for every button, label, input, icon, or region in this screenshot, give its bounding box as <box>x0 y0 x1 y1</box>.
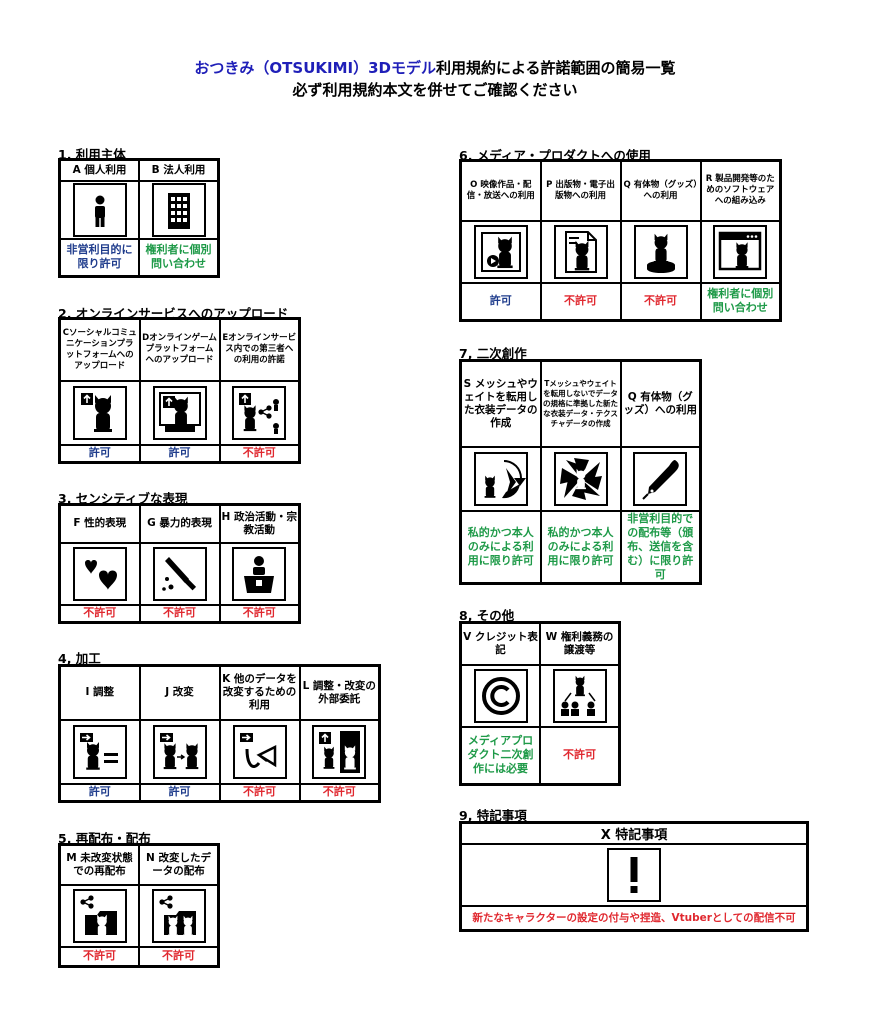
status-deny: 不許可 <box>539 281 622 322</box>
status-deny: 不許可 <box>58 945 140 968</box>
outsource-icon <box>312 724 367 779</box>
item-label: Eオンラインサービス内での第三者への利用の許諾 <box>218 317 301 382</box>
document-title-line1: おつきみ（OTSUKIMI）3Dモデル利用規約による許諾範囲の簡易一覧 <box>0 58 870 78</box>
section-title: 3, センシティブな表現 <box>58 491 188 506</box>
adjust-icon <box>72 724 127 779</box>
item-label: R 製品開発等のためのソフトウェアへの組み込み <box>699 159 782 222</box>
status-deny: 不許可 <box>619 281 702 322</box>
status-deny: 不許可 <box>539 725 621 786</box>
section-title: 4, 加工 <box>58 651 101 666</box>
item-label: Dオンラインゲームプラットフォームへのアップロード <box>138 317 221 382</box>
item-label: Q 有体物（グッズ）への利用 <box>619 359 702 448</box>
ribbon-icon <box>232 724 287 779</box>
figure-cat-icon <box>633 224 688 279</box>
special-notes-heading: X 特記事項 <box>459 821 809 845</box>
status-deny: 不許可 <box>218 603 301 624</box>
status-deny: 不許可 <box>58 603 141 624</box>
item-label: N 改変したデータの配布 <box>138 843 220 886</box>
section-title: 8, その他 <box>459 608 515 623</box>
modify-icon <box>152 724 207 779</box>
item-label: S メッシュやウェイトを転用した衣装データの作成 <box>459 359 542 448</box>
special-notes-text: 新たなキャラクターの設定の付与や捏造、Vtuberとしての配信不可 <box>459 905 809 931</box>
status-permit: 許可 <box>58 782 141 803</box>
item-label: F 性的表現 <box>58 503 141 544</box>
model-name: おつきみ（OTSUKIMI）3Dモデル <box>194 59 436 77</box>
title-rest: 利用規約による許諾範囲の簡易一覧 <box>436 59 676 77</box>
hearts-icon <box>72 546 127 601</box>
item-label: M 未改変状態での再配布 <box>58 843 140 886</box>
knife-icon <box>152 546 207 601</box>
item-label: Cソーシャルコミュニケーションプラットフォームへのアップロード <box>58 317 141 382</box>
copyright-icon <box>473 668 528 723</box>
status-permit: 非営利目的に限り許可 <box>58 237 140 278</box>
item-label: H 政治活動・宗教活動 <box>218 503 301 544</box>
item-label: I 調整 <box>58 664 141 721</box>
share-modified-icon <box>151 888 206 943</box>
item-label: B 法人利用 <box>138 158 220 182</box>
status-permit: 許可 <box>459 281 542 322</box>
item-label: V クレジット表記 <box>459 621 541 666</box>
upload-share-icon <box>232 385 287 440</box>
status-deny: 不許可 <box>298 782 381 803</box>
item-label: G 暴力的表現 <box>138 503 221 544</box>
item-label: W 権利義務の譲渡等 <box>539 621 621 666</box>
building-icon <box>151 182 206 237</box>
status-permit: 許可 <box>58 443 141 464</box>
software-cat-icon <box>713 224 768 279</box>
item-label: Q 有体物（グッズ）への利用 <box>619 159 702 222</box>
status-permit: 許可 <box>138 443 221 464</box>
section-title: 5, 再配布・配布 <box>58 831 151 846</box>
recycle-cat-icon <box>473 451 528 506</box>
section-title: 7, 二次創作 <box>459 346 527 361</box>
person-icon <box>72 182 127 237</box>
upload-cat-icon <box>72 385 127 440</box>
video-cat-icon <box>473 224 528 279</box>
share-folder-icon <box>72 888 127 943</box>
status-deny: 不許可 <box>138 945 220 968</box>
item-label: O 映像作品・配信・放送への利用 <box>459 159 542 222</box>
upload-monitor-icon <box>152 385 207 440</box>
section-title: 9, 特記事項 <box>459 808 527 823</box>
status-conditional: 非営利目的での配布等（頒布、送信を含む）に限り許可 <box>619 509 702 584</box>
transfer-icon <box>552 668 607 723</box>
item-label: A 個人利用 <box>58 158 140 182</box>
item-label: P 出版物・電子出版物への利用 <box>539 159 622 222</box>
item-label: L 調整・改変の外部委託 <box>298 664 381 721</box>
pen-icon <box>633 451 688 506</box>
status-deny: 不許可 <box>218 443 301 464</box>
burst-icon <box>553 451 608 506</box>
status-inquiry: 権利者に個別問い合わせ <box>699 281 782 322</box>
exclamation-icon <box>607 848 661 902</box>
item-label: Tメッシュやウェイトを転用しないでデータの規格に準拠した新たな衣装データ・テクス… <box>539 359 622 448</box>
status-conditional: メディアプロダクト二次創作には必要 <box>459 725 541 786</box>
document-cat-icon <box>553 224 608 279</box>
status-deny: 不許可 <box>218 782 301 803</box>
status-permit: 許可 <box>138 782 221 803</box>
item-label: K 他のデータを改変するための利用 <box>218 664 301 721</box>
status-conditional: 私的かつ本人のみによる利用に限り許可 <box>459 509 542 584</box>
status-conditional: 私的かつ本人のみによる利用に限り許可 <box>539 509 622 584</box>
document-title-line2: 必ず利用規約本文を併せてご確認ください <box>292 81 578 99</box>
item-label: J 改変 <box>138 664 221 721</box>
status-deny: 不許可 <box>138 603 221 624</box>
podium-icon <box>232 546 287 601</box>
status-inquiry: 権利者に個別問い合わせ <box>138 237 220 278</box>
